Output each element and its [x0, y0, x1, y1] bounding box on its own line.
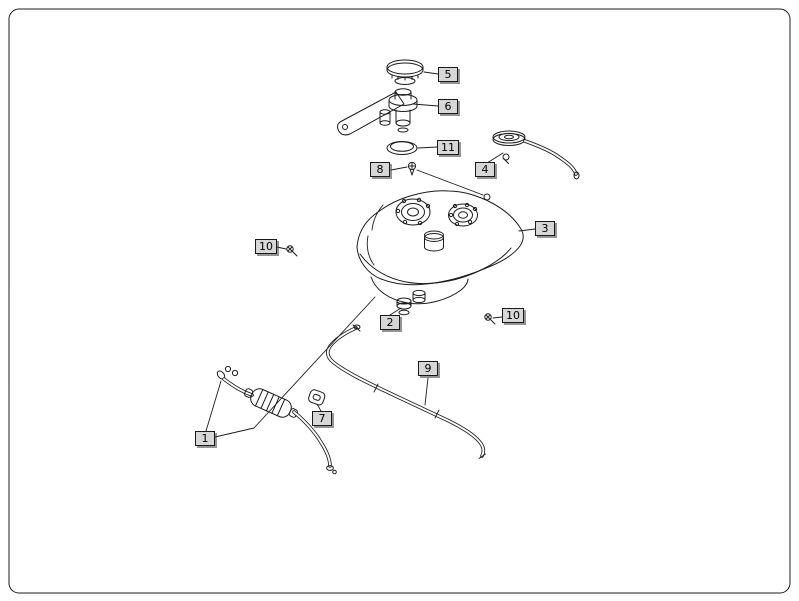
part-callout-4[interactable]: 4: [475, 162, 495, 177]
part-callout-5[interactable]: 5: [438, 67, 458, 82]
part-callout-10-left[interactable]: 10: [255, 239, 277, 254]
hose-clamp-drawing: [308, 389, 326, 406]
screw-10-right-drawing: [484, 313, 496, 325]
part-callout-6[interactable]: 6: [438, 99, 458, 114]
part-callout-2[interactable]: 2: [380, 315, 400, 330]
outlet-ring-drawing: [396, 297, 412, 316]
part-callout-3[interactable]: 3: [535, 221, 555, 236]
diagram-frame: [8, 8, 791, 594]
part-callout-7[interactable]: 7: [312, 411, 332, 426]
screw-8-drawing: [407, 161, 417, 176]
part-callout-9[interactable]: 9: [418, 361, 438, 376]
breather-assembly-drawing: [492, 130, 580, 180]
leader-lines: [205, 71, 536, 438]
part-callout-11[interactable]: 11: [437, 140, 459, 155]
fuel-pipe-drawing: [326, 324, 486, 459]
part-callout-1[interactable]: 1: [195, 431, 215, 446]
screw-10-left-drawing: [286, 245, 298, 257]
fuel-hose-assembly-drawing: [216, 365, 337, 475]
gasket-drawing: [386, 141, 418, 155]
fuel-filter-drawing: [244, 388, 298, 418]
fuel-cap-drawing: [386, 59, 424, 85]
fuel-tank-drawing: [356, 190, 524, 305]
part-callout-10-right[interactable]: 10: [502, 308, 524, 323]
part-callout-8[interactable]: 8: [370, 162, 390, 177]
fuel-sender-drawing: [337, 88, 418, 136]
